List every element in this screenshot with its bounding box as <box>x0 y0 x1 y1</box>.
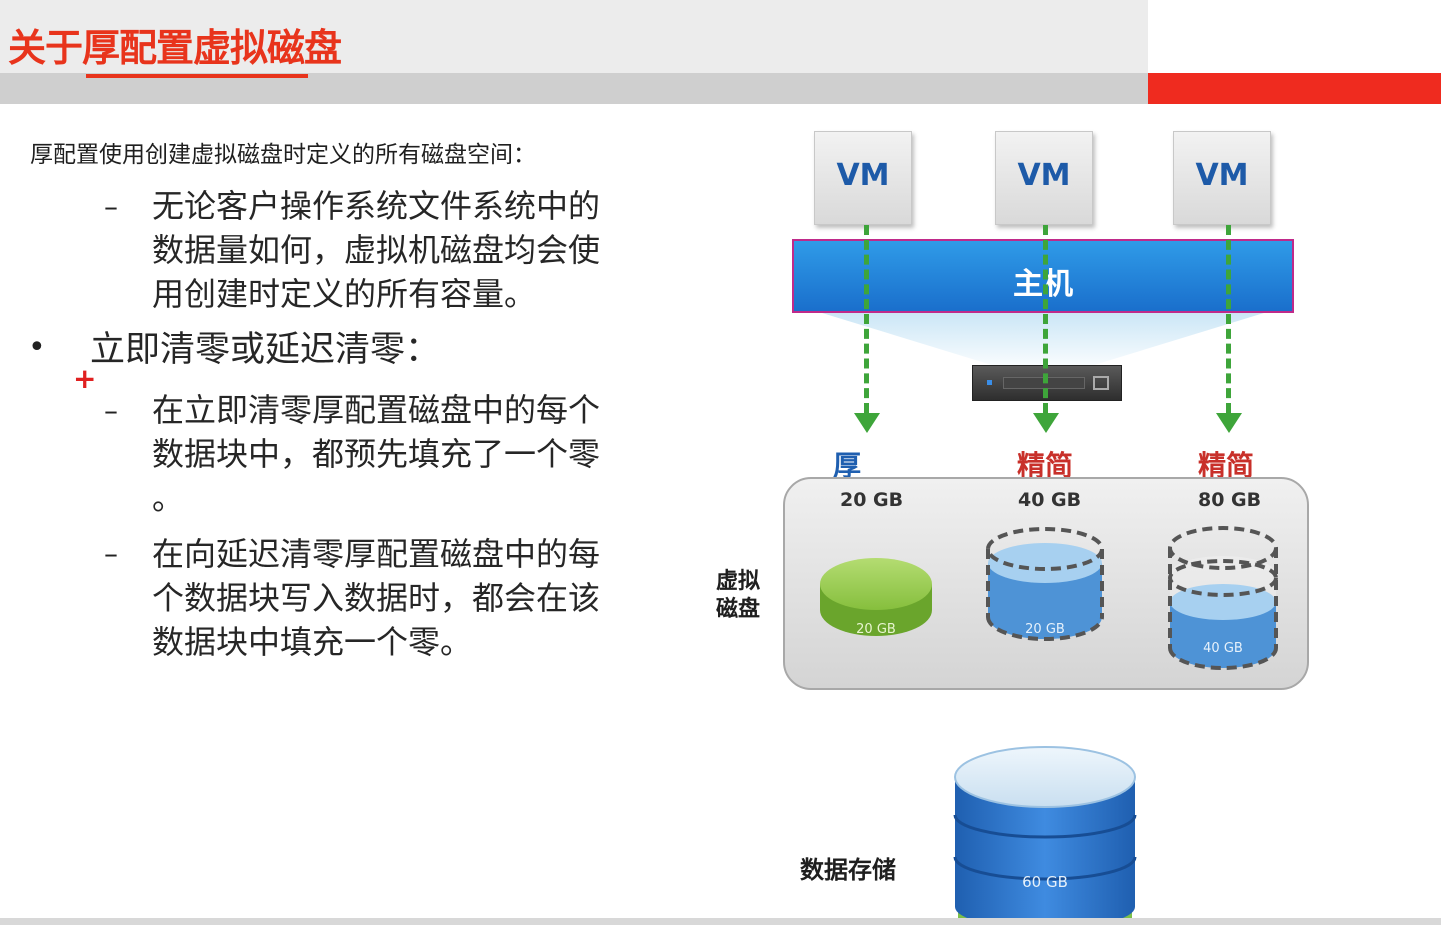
datastore-label: 数据存储 <box>800 850 896 885</box>
sub-bullet-dash: – <box>104 394 118 427</box>
slide-title: 关于厚配置虚拟磁盘 <box>8 24 341 72</box>
arrow-head-icon <box>854 413 880 433</box>
disk-fill-label: 20 GB <box>856 622 896 637</box>
header-red-accent <box>1148 73 1441 104</box>
disk-size-label: 40 GB <box>1018 489 1081 511</box>
vm-box-2: VM <box>995 131 1093 225</box>
vm-box-1: VM <box>814 131 912 225</box>
server-port <box>1093 376 1109 390</box>
vm-label: VM <box>996 158 1092 193</box>
thin-disk-icon: 40 GB <box>1164 522 1282 672</box>
sub-point-2: 在立即清零厚配置磁盘中的每个 数据块中，都预先填充了一个零 。 <box>152 388 682 520</box>
dashed-arrow-line <box>1226 225 1231 413</box>
sub-point-3: 在向延迟清零厚配置磁盘中的每 个数据块写入数据时，都会在该 数据块中填充一个零。 <box>152 532 682 664</box>
arrow-head-icon <box>1216 413 1242 433</box>
thin-disk-icon: 20 GB <box>983 523 1107 645</box>
server-led <box>987 380 992 385</box>
vm-label: VM <box>815 158 911 193</box>
virtual-disk-label: 虚拟 磁盘 <box>716 568 760 624</box>
bullet-marker: • <box>28 330 46 365</box>
bullet-point: 立即清零或延迟清零： <box>90 328 440 372</box>
sub-point-1: 无论客户操作系统文件系统中的 数据量如何，虚拟机磁盘均会使 用创建时定义的所有容… <box>152 184 682 316</box>
disk-fill-label: 40 GB <box>1203 641 1243 656</box>
datastore-size-label: 60 GB <box>1022 873 1068 891</box>
sub-bullet-dash: – <box>104 537 118 570</box>
bottom-divider <box>0 918 1441 925</box>
title-underline <box>86 74 308 78</box>
intro-text: 厚配置使用创建虚拟磁盘时定义的所有磁盘空间： <box>30 140 536 170</box>
datastore-icon: 60 GB <box>950 735 1140 925</box>
sub-bullet-dash: – <box>104 190 118 223</box>
vm-box-3: VM <box>1173 131 1271 225</box>
disk-size-label: 80 GB <box>1198 489 1261 511</box>
thick-disk-icon: 20 GB <box>818 552 936 642</box>
disk-size-label: 20 GB <box>840 489 903 511</box>
dashed-arrow-line <box>1043 225 1048 413</box>
arrow-head-icon <box>1033 413 1059 433</box>
cursor-crosshair-icon: + <box>73 362 96 395</box>
vm-label: VM <box>1174 158 1270 193</box>
disk-fill-label: 20 GB <box>1025 622 1065 637</box>
dashed-arrow-line <box>864 225 869 413</box>
